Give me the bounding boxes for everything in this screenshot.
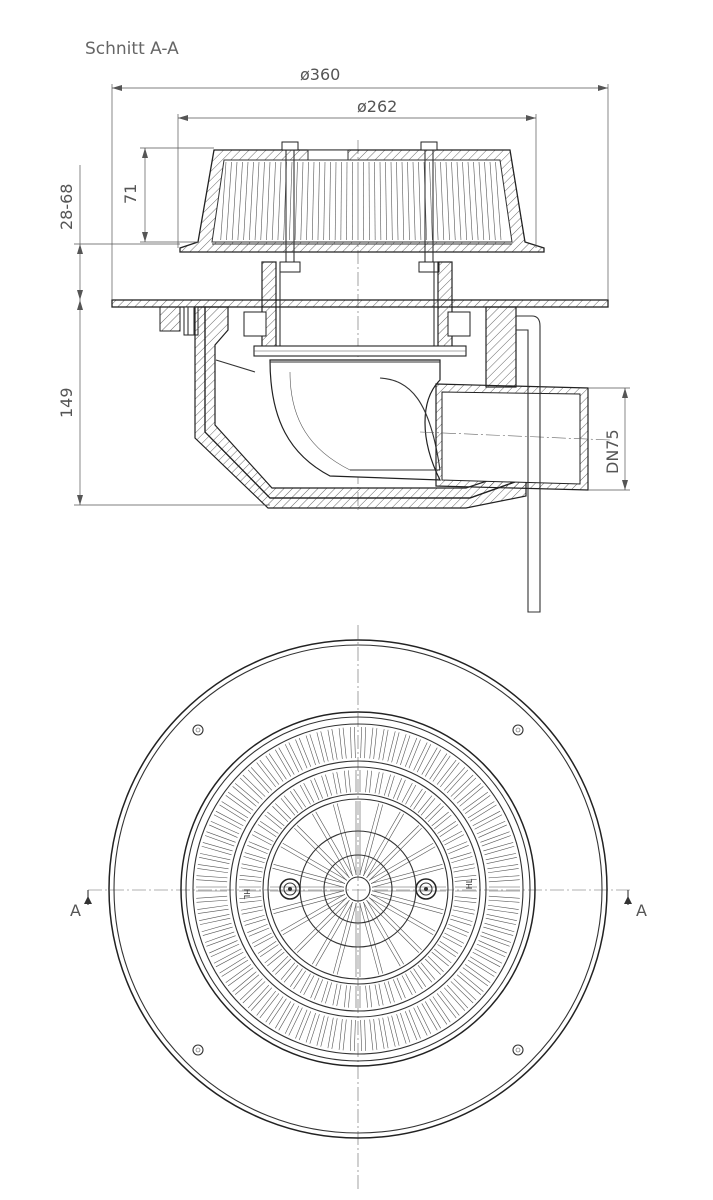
- dim-outlet-label: DN75: [603, 429, 622, 474]
- riser-neck: [243, 261, 471, 357]
- dim-grate-height: 71: [121, 147, 214, 243]
- grate-bolt-right: [415, 878, 437, 900]
- flange-screws: [192, 724, 524, 1056]
- dim-body-height-label: 149: [57, 387, 76, 418]
- dim-outlet: DN75: [588, 387, 630, 491]
- dim-grate-diameter-label: ø262: [357, 97, 397, 116]
- section-marker-right: A: [624, 890, 647, 920]
- outlet-elbow: [269, 359, 441, 481]
- grate-housing: [179, 149, 545, 253]
- flange-outer-ring: [108, 639, 608, 1139]
- dim-grate-diameter: ø262: [177, 97, 537, 248]
- grate-inner-slots: [239, 770, 477, 1008]
- grate-outer-rim: [180, 711, 536, 1067]
- bolt-left: [279, 141, 301, 273]
- section-view: ø360 ø262 71 28-68: [57, 65, 630, 613]
- mark-right: HL: [465, 878, 474, 889]
- outlet-pipe: [419, 383, 611, 491]
- plan-view: HL HL A A: [70, 625, 647, 1190]
- grate-outer-slots: [196, 727, 520, 1051]
- grate-bolt-left: [279, 878, 301, 900]
- dim-body-height: 149: [57, 300, 270, 506]
- section-marker-left: A: [70, 890, 92, 920]
- dim-height-range: 28-68: [57, 165, 180, 300]
- fixing-screw: [159, 306, 199, 336]
- grate-center-spokes: [270, 801, 446, 977]
- dim-height-range-label: 28-68: [57, 184, 76, 231]
- svg-text:A: A: [70, 901, 81, 920]
- dim-outer-diameter-label: ø360: [300, 65, 340, 84]
- dim-grate-height-label: 71: [121, 184, 140, 204]
- svg-text:A: A: [636, 901, 647, 920]
- bolt-right: [418, 141, 440, 273]
- mark-left: HL: [242, 889, 251, 900]
- flange-plate: [111, 299, 609, 308]
- dim-outer-diameter: ø360: [111, 65, 609, 300]
- heating-cable: [516, 315, 541, 613]
- section-title: Schnitt A-A: [85, 39, 179, 59]
